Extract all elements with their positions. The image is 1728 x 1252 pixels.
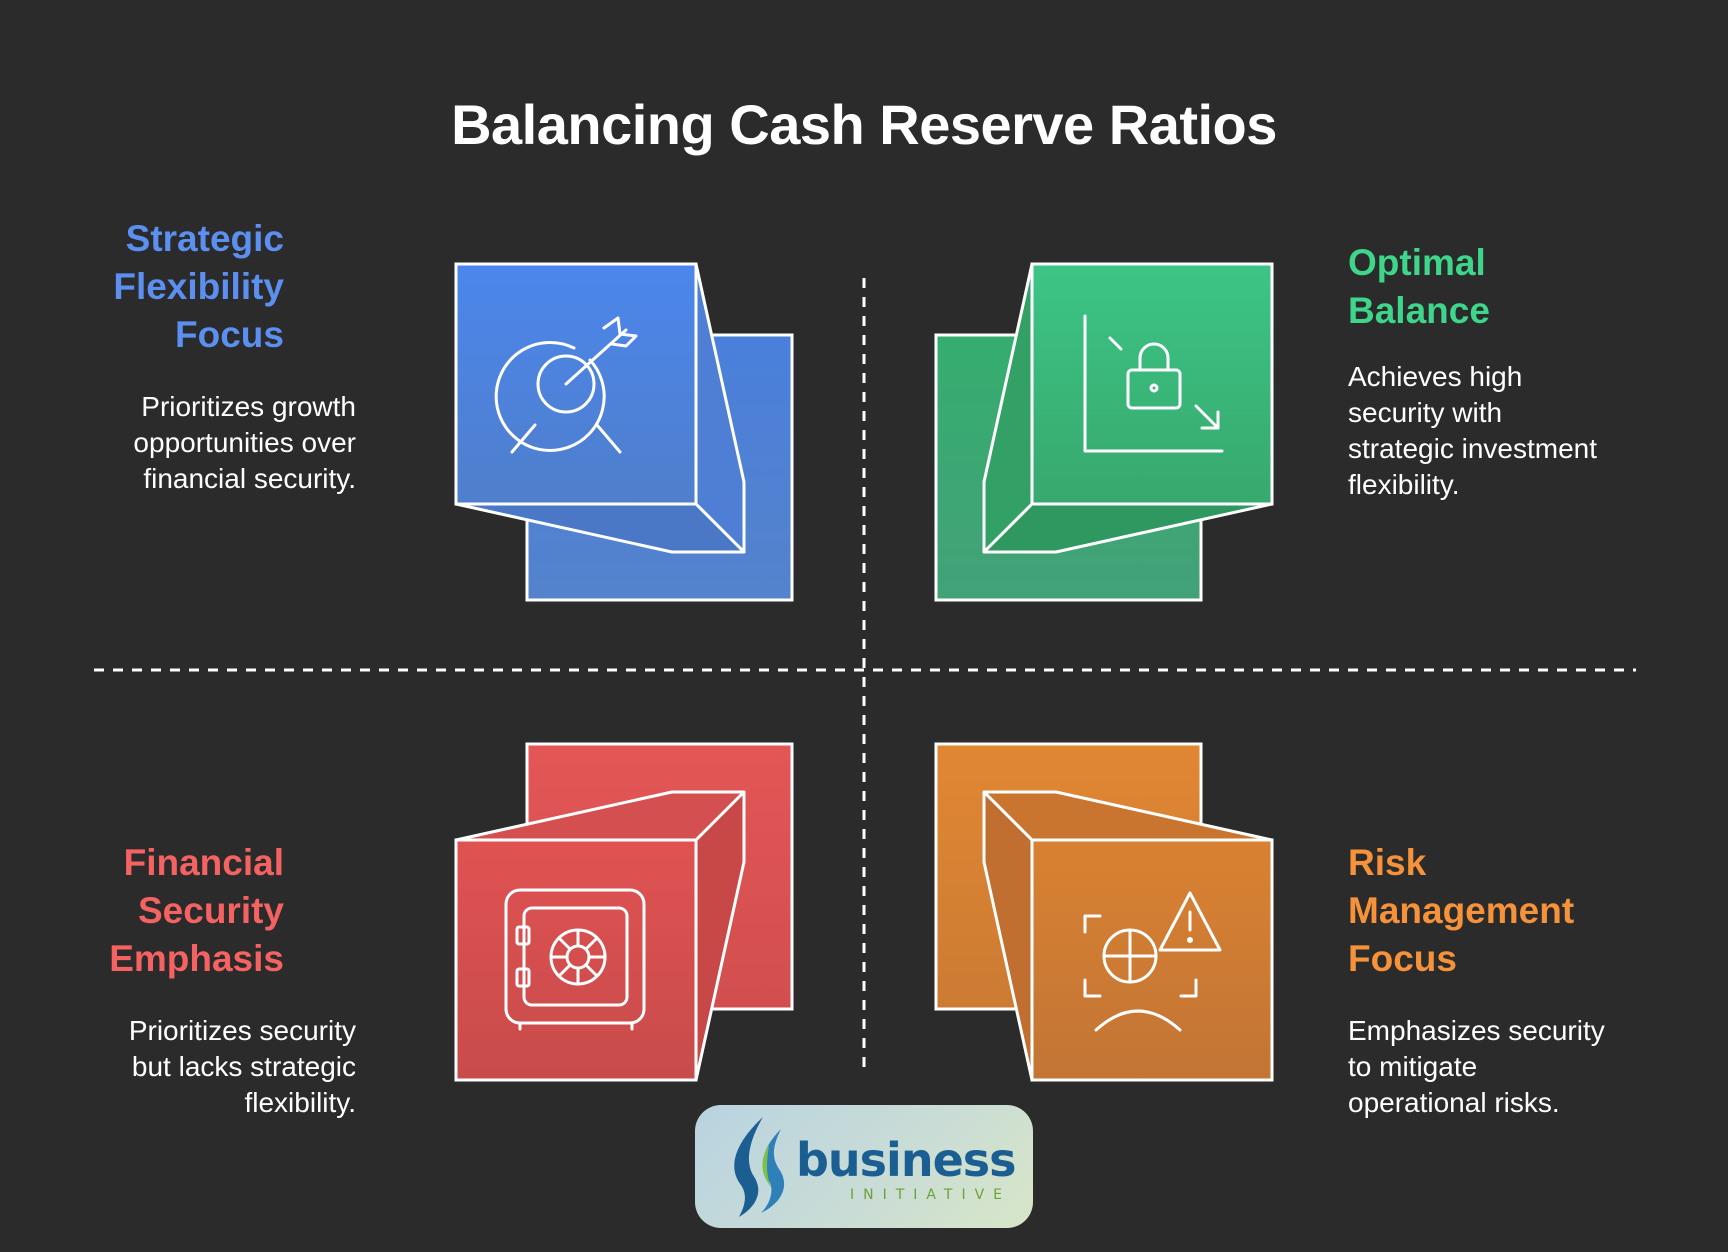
target-arrow-icon [494,316,638,454]
green-cube-shape [934,262,1274,602]
flame-leaf-icon [734,1117,785,1217]
heading-optimal-balance: Optimal Balance [1348,242,1490,331]
description-financial-security: Prioritizes security but lacks strategic… [128,1015,356,1118]
logo-wordmark: business [796,1133,1017,1187]
description-strategic-flexibility: Prioritizes growth opportunities over fi… [133,391,356,494]
risk-warning-icon [1083,891,1222,1032]
description-risk-management: Emphasizes security to mitigate operatio… [1348,1015,1605,1118]
heading-financial-security: Financial Security Emphasis [109,842,284,979]
logo-subtitle: INITIATIVE [850,1187,1012,1203]
safe-icon [504,888,646,1031]
heading-risk-management: Risk Management Focus [1348,842,1575,979]
blue-cube-shape [454,262,794,602]
description-optimal-balance: Achieves high security with strategic in… [1348,361,1597,500]
orange-cube-shape [934,742,1274,1082]
business-initiative-logo: business INITIATIVE [695,1105,1033,1228]
heading-strategic-flexibility: Strategic Flexibility Focus [113,218,284,355]
lock-chart-icon [1083,314,1224,453]
page-title: Balancing Cash Reserve Ratios [451,93,1277,156]
